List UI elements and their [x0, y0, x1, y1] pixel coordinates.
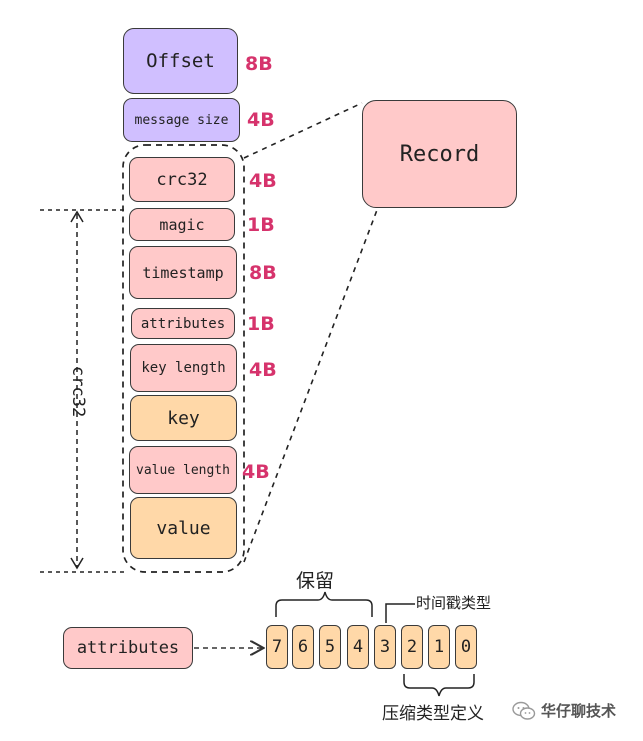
field-key-label: key: [167, 407, 200, 429]
field-offset-label: Offset: [146, 50, 215, 72]
bit-5-label: 5: [324, 637, 336, 657]
bit-1: 1: [428, 625, 450, 669]
field-crc32-size: 4B: [249, 170, 277, 192]
bit-2-label: 2: [406, 637, 418, 657]
bit-4: 4: [347, 625, 369, 669]
field-timestamp-label: timestamp: [142, 263, 224, 282]
field-value-length-size: 4B: [242, 461, 270, 483]
bit-0: 0: [455, 625, 477, 669]
record-container: [122, 144, 245, 573]
record-box-label: Record: [399, 141, 480, 167]
bit-3: 3: [374, 625, 396, 669]
attributes-box-label: attributes: [76, 638, 180, 658]
field-magic-label: magic: [159, 215, 205, 234]
field-key-length-label: key length: [141, 360, 226, 376]
field-attributes: attributes: [131, 308, 235, 339]
bit-7-label: 7: [271, 637, 283, 657]
bit-5: 5: [319, 625, 341, 669]
bit-6: 6: [292, 625, 314, 669]
field-message-size: message size: [123, 98, 240, 142]
crc-span-label: crc32: [68, 366, 88, 417]
timestamp-type-bracket: [385, 603, 415, 623]
field-attributes-size: 1B: [247, 313, 275, 335]
bit-1-label: 1: [433, 637, 445, 657]
field-offset: Offset: [123, 28, 238, 94]
bit-3-label: 3: [379, 637, 391, 657]
field-attributes-label: attributes: [140, 315, 226, 332]
field-key-length-size: 4B: [249, 359, 277, 381]
crc-span-label-text: crc32: [68, 366, 88, 418]
field-offset-size: 8B: [245, 53, 273, 75]
reserved-label: 保留: [296, 570, 335, 592]
field-message-size-label: message size: [134, 112, 229, 128]
field-message-size-size: 4B: [247, 109, 275, 131]
timestamp-type-label: 时间戳类型: [416, 594, 492, 612]
field-value-length: value length: [129, 446, 237, 494]
reserved-brace: [275, 591, 373, 617]
compression-brace: [403, 674, 475, 697]
field-value-label: value: [156, 517, 211, 539]
field-value-length-label: value length: [136, 462, 230, 478]
bit-4-label: 4: [352, 637, 364, 657]
field-crc32-label: crc32: [156, 169, 208, 190]
record-link-bottom: [243, 209, 378, 563]
field-timestamp: timestamp: [129, 246, 237, 299]
record-box: Record: [362, 100, 517, 208]
attributes-box: attributes: [63, 627, 193, 669]
field-timestamp-size: 8B: [249, 262, 277, 284]
watermark-text: 华仔聊技术: [541, 702, 617, 720]
bit-0-label: 0: [460, 637, 472, 657]
bit-6-label: 6: [297, 637, 309, 657]
bit-2: 2: [401, 625, 423, 669]
field-magic: magic: [129, 208, 235, 241]
field-magic-size: 1B: [247, 214, 275, 236]
bit-7: 7: [266, 625, 288, 669]
watermark: 华仔聊技术: [512, 700, 616, 721]
field-value: value: [130, 497, 237, 559]
wechat-icon: [512, 701, 536, 720]
compression-type-label: 压缩类型定义: [382, 704, 484, 724]
field-key-length: key length: [130, 344, 237, 392]
record-link-top: [243, 102, 363, 159]
field-key: key: [130, 395, 237, 441]
field-crc32: crc32: [129, 157, 235, 202]
